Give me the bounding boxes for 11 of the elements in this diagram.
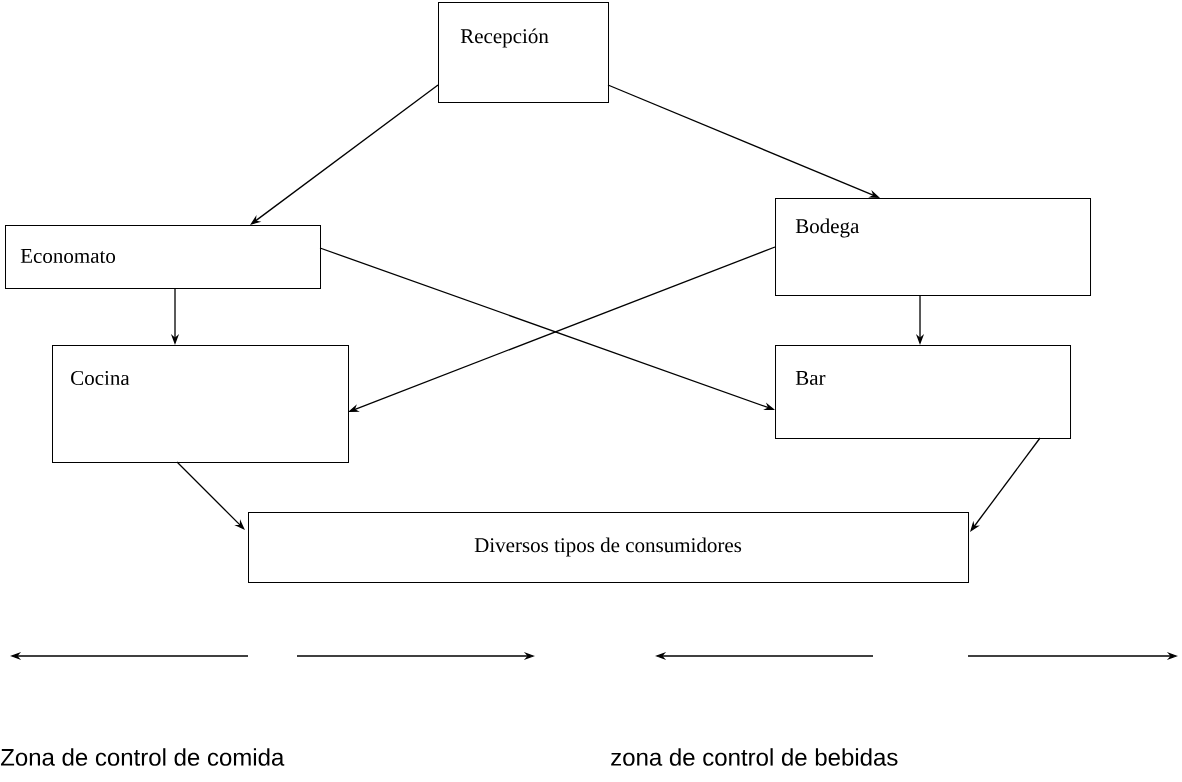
process-box: Diversos tipos de consumidores (248, 512, 969, 583)
arrow (970, 437, 1041, 532)
zone-label: Zona de control de comida (0, 748, 285, 766)
process-box: Bar (775, 345, 1071, 439)
arrow (176, 461, 245, 530)
process-box: Cocina (52, 345, 349, 463)
arrow (250, 84, 439, 225)
zone-label: zona de control de bebidas (611, 748, 898, 766)
process-box: Economato (5, 225, 321, 289)
process-box: Recepción (438, 2, 609, 103)
process-box: Bodega (775, 198, 1091, 296)
